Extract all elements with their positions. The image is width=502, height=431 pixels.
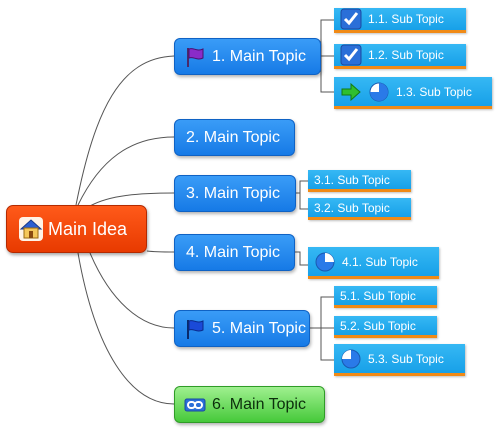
main-topic-6[interactable]: 6. Main Topic [174, 386, 325, 423]
main-topic-2[interactable]: 2. Main Topic [174, 119, 295, 156]
progress-pie-icon [315, 252, 335, 271]
arrow-right-icon [341, 82, 361, 101]
connector-topic3-sub2 [299, 193, 308, 210]
main-topic-2-label: 2. Main Topic [186, 128, 280, 146]
central-topic-label: Main Idea [48, 218, 128, 239]
main-topic-5[interactable]: 5. Main Topic [174, 310, 310, 347]
flag-blue-icon [187, 319, 204, 339]
main-topic-1-label: 1. Main Topic [212, 47, 306, 65]
progress-pie-icon [369, 82, 389, 101]
checkbox-icon [340, 44, 362, 66]
sub-topic-5-2-label: 5.2. Sub Topic [340, 318, 416, 333]
sub-topic-1-1-label: 1.1. Sub Topic [368, 12, 444, 26]
sub-topic-5-3[interactable]: 5.3. Sub Topic [334, 344, 465, 376]
main-topic-4[interactable]: 4. Main Topic [174, 234, 295, 271]
main-topic-6-label: 6. Main Topic [212, 395, 306, 413]
connector-central-topic-1 [75, 55, 175, 206]
main-topic-5-label: 5. Main Topic [212, 319, 306, 337]
progress-pie-icon [341, 349, 361, 368]
sub-topic-3-2[interactable]: 3.2. Sub Topic [308, 198, 411, 220]
main-topic-4-label: 4. Main Topic [186, 243, 280, 261]
central-topic[interactable]: Main Idea [6, 205, 147, 253]
sub-topic-1-2[interactable]: 1.2. Sub Topic [334, 44, 466, 69]
sub-topic-5-1-label: 5.1. Sub Topic [340, 288, 416, 303]
main-topic-3-label: 3. Main Topic [186, 184, 280, 202]
connector-central-topic-3 [89, 192, 175, 207]
sub-topic-1-1[interactable]: 1.1. Sub Topic [334, 8, 466, 33]
sub-topic-3-2-label: 3.2. Sub Topic [314, 200, 390, 215]
connector-topic5-sub3 [320, 328, 334, 361]
main-topic-3[interactable]: 3. Main Topic [174, 175, 296, 212]
connector-topic4-sub1 [295, 251, 308, 266]
sub-topic-1-3-label: 1.3. Sub Topic [396, 84, 472, 99]
sub-topic-1-2-label: 1.2. Sub Topic [368, 48, 444, 62]
main-topic-1[interactable]: 1. Main Topic [174, 38, 321, 75]
connector-topic5-sub1 [310, 296, 334, 329]
flag-purple-icon [187, 47, 204, 67]
connector-topic3-sub1 [296, 180, 308, 194]
sub-topic-5-2[interactable]: 5.2. Sub Topic [334, 316, 437, 338]
sub-topic-5-1[interactable]: 5.1. Sub Topic [334, 286, 437, 308]
sub-topic-4-1[interactable]: 4.1. Sub Topic [308, 247, 439, 279]
home-icon [19, 217, 43, 241]
checkbox-icon [340, 8, 362, 30]
sub-topic-5-3-label: 5.3. Sub Topic [368, 351, 444, 366]
connector-central-topic-4 [146, 250, 175, 253]
sub-topic-4-1-label: 4.1. Sub Topic [342, 254, 418, 269]
sub-topic-1-3[interactable]: 1.3. Sub Topic [334, 77, 492, 109]
connector-central-topic-6 [77, 252, 175, 405]
link-icon [184, 398, 206, 411]
connector-topic1-sub1 [320, 19, 334, 56]
sub-topic-3-1[interactable]: 3.1. Sub Topic [308, 170, 411, 192]
connector-central-topic-5 [89, 252, 175, 329]
connector-central-topic-2 [77, 136, 175, 206]
sub-topic-3-1-label: 3.1. Sub Topic [314, 172, 390, 187]
connector-topic1-sub3 [320, 56, 334, 93]
